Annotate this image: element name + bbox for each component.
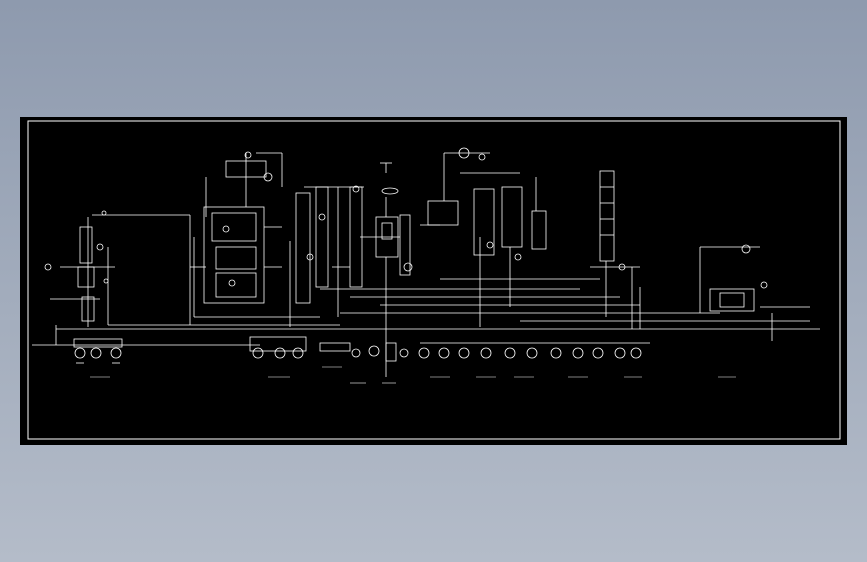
drawing-border (27, 120, 841, 440)
reactor-cluster-3 (420, 147, 547, 327)
pump-group-4 (418, 342, 650, 359)
main-header-lines (32, 278, 820, 346)
process-flow-diagram (27, 120, 841, 440)
left-column-unit (44, 210, 191, 345)
stack-tower (590, 170, 641, 329)
group-labels (90, 366, 736, 384)
pump-row (73, 336, 650, 364)
pump-group-1 (73, 338, 123, 364)
pump-group-2 (249, 336, 307, 359)
far-right-unit (699, 244, 810, 341)
drawing-canvas (20, 117, 847, 445)
reactor-cluster-1 (190, 151, 320, 318)
pump-group-3 (319, 342, 409, 362)
column-cluster-2 (289, 185, 364, 327)
